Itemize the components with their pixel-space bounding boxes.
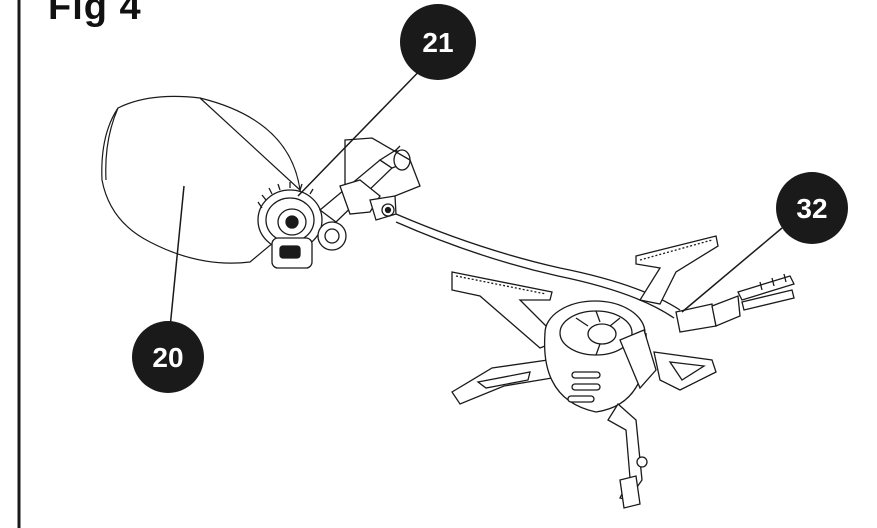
leader-32 [681,227,783,313]
callout-32-label: 32 [796,193,827,224]
callout-20: 20 [132,321,204,393]
fuel-canister [101,95,303,264]
leader-lines [169,57,783,329]
callout-21: 21 [400,4,476,80]
leader-21 [297,57,433,197]
callout-32-badge [776,172,848,244]
figure-title: Fig 4 [48,0,142,28]
leader-20 [169,185,185,329]
fuel-hose [395,213,681,319]
stove-burner [451,235,795,509]
callout-20-badge [132,321,204,393]
callout-32: 32 [776,172,848,244]
callout-20-label: 20 [152,342,183,373]
pump-assembly [257,137,421,269]
callout-21-badge [400,4,476,80]
callout-21-label: 21 [422,27,453,58]
